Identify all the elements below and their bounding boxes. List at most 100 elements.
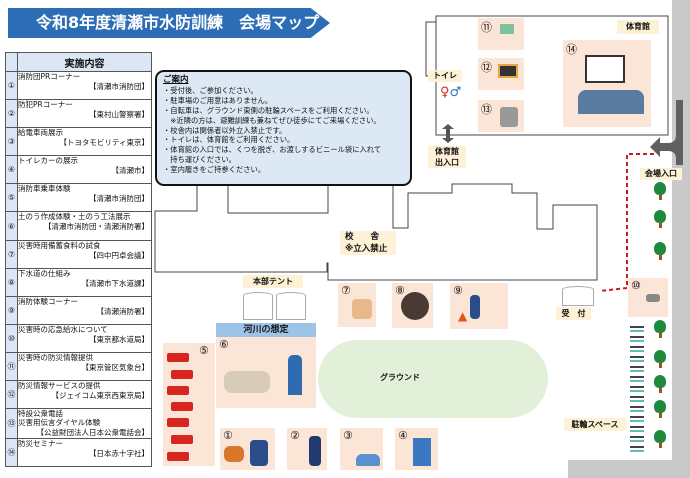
- row-organizer: 【清瀬市消防団・清瀬消防署】: [44, 222, 149, 232]
- toilet-car-icon: [413, 438, 431, 466]
- tree-icon: [654, 350, 666, 368]
- firefighters-icon: [250, 440, 268, 466]
- booth-13[interactable]: ⑬: [478, 100, 524, 132]
- ground-area: [318, 340, 548, 418]
- bicycle-icon: [630, 356, 644, 362]
- row-organizer: 【清瀬市】: [111, 166, 150, 176]
- row-organizer: 【四中円卓会議】: [89, 250, 149, 260]
- row-organizer: 【東京都水道局】: [89, 334, 149, 344]
- venue-entrance-label: 会場入口: [640, 168, 682, 180]
- row-activity: 土のう作成体験・土のう工法展示: [18, 212, 131, 222]
- row-activity: 災害時の防災情報提供: [18, 352, 93, 362]
- booth-14[interactable]: ⑭: [563, 40, 651, 127]
- booth-5[interactable]: ⑤: [163, 343, 215, 466]
- booth-12[interactable]: ⑫: [478, 58, 524, 90]
- row-organizer: 【東京管区気象台】: [81, 362, 150, 372]
- page-title: 令和8年度清瀬市水防訓練 会場マップ: [8, 8, 330, 38]
- bicycle-icon: [630, 436, 644, 442]
- row-activity: 消防体験コーナー: [18, 296, 78, 306]
- row-activity: 災害時用備蓄食料の試食: [18, 240, 101, 250]
- row-activity: 災害時の応急給水について: [18, 324, 108, 334]
- booth-4[interactable]: ④: [395, 428, 438, 470]
- booth-7[interactable]: ⑦: [338, 283, 376, 327]
- reception-label[interactable]: 受 付: [556, 307, 591, 320]
- booth-6[interactable]: ⑥: [216, 337, 316, 408]
- screen-icon: [585, 55, 625, 83]
- bicycle-icon: [630, 426, 644, 432]
- row-organizer: 【東村山警察署】: [89, 110, 149, 120]
- booth-2[interactable]: ②: [287, 428, 327, 470]
- tree-icon: [654, 242, 666, 260]
- toilet-icon: ♀♂: [440, 85, 462, 100]
- booth-3[interactable]: ③: [340, 428, 383, 470]
- hq-tent-icon: [276, 292, 306, 320]
- tree-icon: [654, 430, 666, 448]
- row-number: ⑪: [5, 351, 18, 382]
- info-line: ・室内履きをご持参ください。: [163, 165, 266, 175]
- row-organizer: 【清瀬市消防団】: [89, 82, 149, 91]
- row-activity: トイレカーの展示: [18, 156, 78, 166]
- tree-icon: [654, 375, 666, 393]
- row-activity: 特設公衆電話 災害用伝言ダイヤル体験: [18, 409, 101, 428]
- row-organizer: 【清瀬市下水道課】: [81, 278, 150, 288]
- tv-icon: [498, 64, 518, 78]
- manhole-icon: [401, 292, 429, 320]
- road: [672, 0, 690, 478]
- river-label: 河川の想定: [216, 323, 316, 337]
- fire-truck-icon: [167, 353, 189, 362]
- fire-truck-icon: [171, 370, 193, 379]
- ground-label: グラウンド: [380, 373, 420, 382]
- bicycle-icon: [630, 386, 644, 392]
- car-icon: [356, 454, 380, 466]
- booth-10[interactable]: ⑩: [628, 278, 668, 317]
- school-wing: [227, 186, 329, 214]
- row-organizer: 【清瀬市消防団】: [89, 194, 149, 204]
- gym-entrance-label: 体育館 出入口: [428, 146, 466, 168]
- booth-9[interactable]: ⑨▲: [450, 283, 508, 329]
- bicycle-icon: [630, 336, 644, 342]
- road-bottom: [568, 460, 690, 478]
- tree-icon: [654, 182, 666, 200]
- route-dashed-line: [599, 153, 654, 292]
- school-building-outline: [154, 183, 598, 281]
- gym-label: 体育館: [617, 20, 659, 34]
- booth-11[interactable]: ⑪: [478, 18, 524, 50]
- row-number: ⑩: [5, 323, 18, 353]
- table-header: 実施内容: [17, 52, 152, 72]
- fire-truck-icon: [171, 402, 193, 411]
- row-organizer: 【トヨタモビリティ東京】: [59, 138, 149, 148]
- firefighter-icon: [470, 295, 480, 319]
- school-note: ※立入禁止: [345, 244, 388, 254]
- booth-1[interactable]: ①: [220, 428, 275, 470]
- bicycle-icon: [630, 416, 644, 422]
- fire-truck-icon: [167, 452, 189, 461]
- weather-chart-icon: [500, 24, 514, 34]
- info-line: ・自転車は、グラウンド東側の駐輪スペースをご利用ください。: [163, 105, 374, 115]
- booth-8[interactable]: ⑧: [392, 283, 433, 328]
- info-box: ご案内 ・受付後、ご参加ください。・駐車場のご用意はありません。・自転車は、グラ…: [155, 70, 412, 186]
- info-line: ・校舎内は関係者以外立入禁止です。: [163, 125, 287, 135]
- row-activity: 防犯PRコーナー: [18, 100, 73, 110]
- hq-tent-icon: [243, 292, 273, 320]
- school-label: 校 舎※立入禁止: [340, 231, 396, 255]
- gym-entrance-arrow-icon: [442, 124, 454, 143]
- toilet-label: トイレ: [428, 70, 462, 82]
- info-line: 持ち運びください。: [163, 155, 236, 165]
- worker-icon: [288, 355, 302, 395]
- police-officer-icon: [309, 436, 321, 466]
- reception-tent-icon: [562, 286, 594, 306]
- sandbags-icon: [224, 371, 270, 393]
- row-number: ⑫: [5, 380, 18, 410]
- row-activity: 給電車両展示: [18, 128, 63, 138]
- info-line: ・受付後、ご参加ください。: [163, 85, 258, 95]
- hq-tent-label: 本部テント: [243, 275, 303, 288]
- row-organizer: 【清瀬消防署】: [96, 306, 150, 316]
- row-organizer: 【ジェイコム東京西東京局】: [51, 391, 150, 401]
